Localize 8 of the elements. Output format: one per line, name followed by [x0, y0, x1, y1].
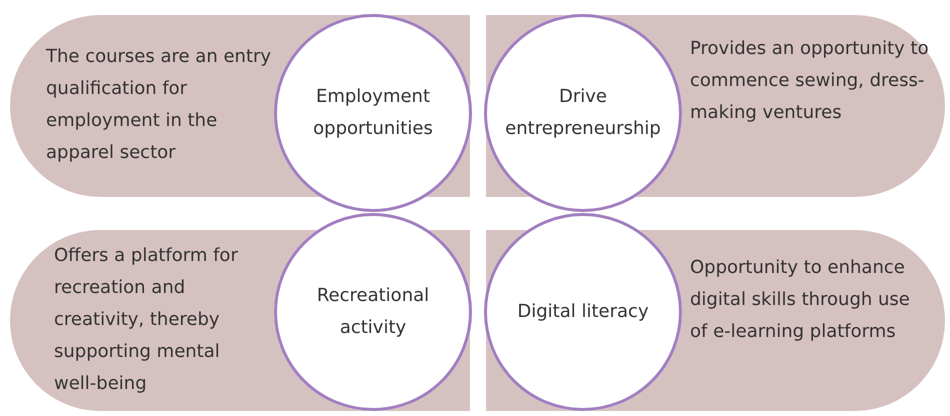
description-text: The courses are an entry qualification for employment in the apparel sector — [46, 45, 272, 165]
heading-text: Recreational activity — [316, 284, 430, 340]
description-text: Offers a platform for recreation and creativity, thereby supporting mental well-being — [54, 244, 239, 396]
heading-text: Employment opportunities — [312, 85, 434, 141]
description-text: Provides an opportunity to commence sewing, dress-making ventures — [690, 37, 930, 125]
heading-text: Digital literacy — [516, 300, 650, 324]
heading-text: Drive entrepreneurship — [504, 85, 662, 141]
description-text: Opportunity to enhance digital skills through use of e-learning platforms — [690, 256, 911, 344]
